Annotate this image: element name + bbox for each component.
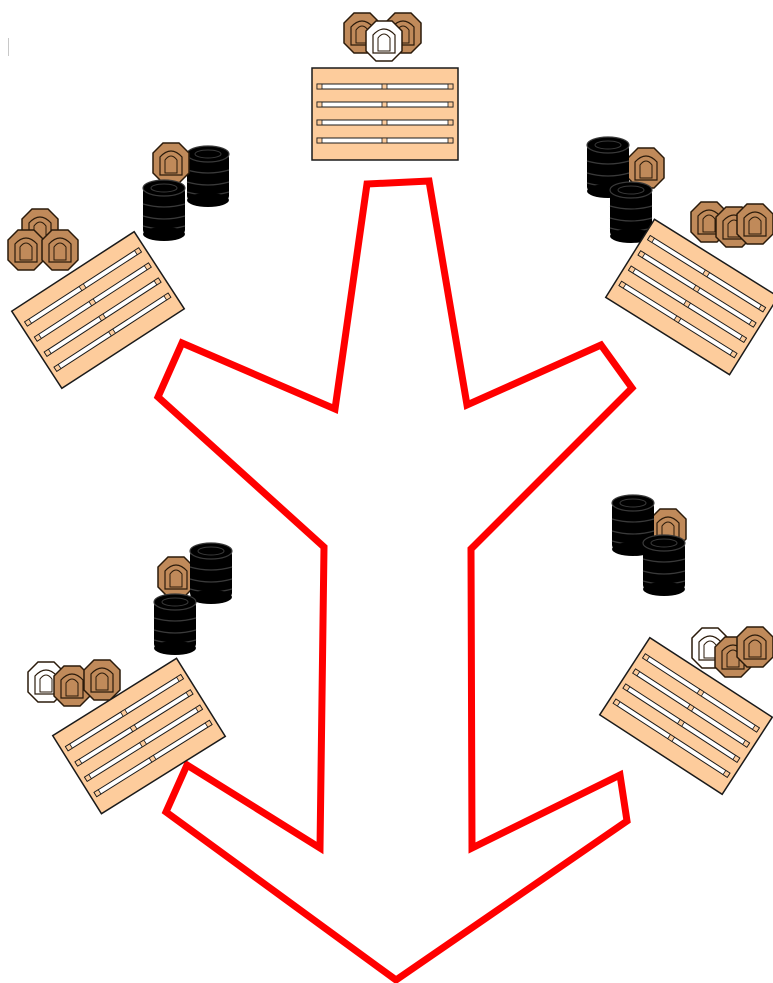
pallet-icon <box>598 636 773 796</box>
barrel-icon <box>642 534 686 596</box>
pallet-icon <box>604 218 773 376</box>
barrel-icon <box>153 593 197 655</box>
paper-target-icon <box>736 203 773 245</box>
fault-line-icon <box>153 177 637 983</box>
barrel-icon <box>586 136 630 198</box>
paper-target-icon <box>157 556 195 598</box>
paper-target-icon <box>83 659 121 701</box>
no-shoot-target-icon <box>365 20 403 62</box>
edge-tick <box>8 38 9 56</box>
paper-target-icon <box>41 229 79 271</box>
pallet-icon <box>10 230 186 390</box>
pallet-icon <box>51 657 227 815</box>
paper-target-icon <box>53 665 91 707</box>
paper-target-icon <box>152 142 190 184</box>
barrel-icon <box>609 181 653 243</box>
barrel-icon <box>189 542 233 604</box>
paper-target-icon <box>7 229 45 271</box>
barrel-icon <box>142 179 186 241</box>
barrel-icon <box>186 145 230 207</box>
paper-target-icon <box>736 626 773 668</box>
pallet-icon <box>311 67 459 161</box>
